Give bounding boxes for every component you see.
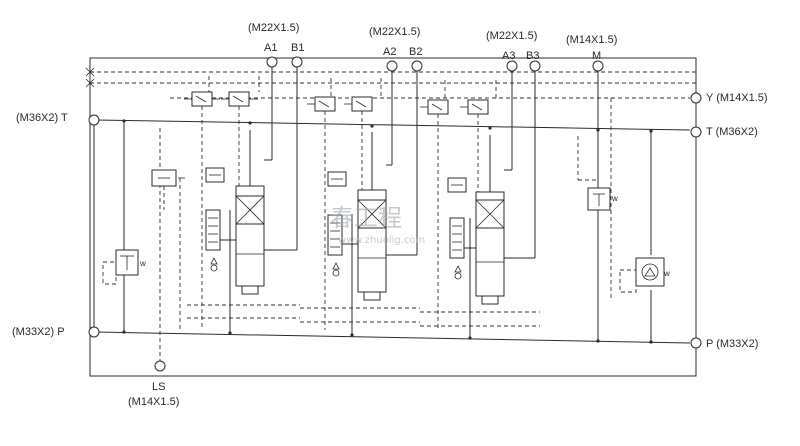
compensator-2 — [327, 214, 343, 256]
port-a1 — [266, 56, 278, 68]
thread-label-ls: (M14X1.5) — [128, 396, 180, 408]
watermark-mark: 春工程 — [330, 204, 402, 232]
port-b1 — [291, 56, 303, 68]
thread-label-a2b2: (M22X1.5) — [369, 26, 421, 38]
port-label-b3: B3 — [526, 50, 540, 62]
port-label-b2: B2 — [409, 46, 423, 58]
port-label-ls: LS — [152, 381, 166, 393]
port-p-right — [690, 337, 702, 349]
port-label-b1: B1 — [291, 42, 305, 54]
watermark-url: www.zhuolig.com — [338, 235, 425, 246]
port-m — [592, 60, 604, 72]
port-t-left — [88, 114, 100, 126]
thread-label-m: (M14X1.5) — [566, 34, 618, 46]
port-label-m: M — [592, 50, 602, 62]
port-label-y: Y (M14X1.5) — [706, 92, 768, 104]
port-label-a2: A2 — [383, 46, 397, 58]
port-label-t-right: T (M36X2) — [706, 126, 758, 138]
port-t-right — [690, 126, 702, 138]
valve-body-outline — [89, 57, 697, 377]
end-section — [577, 66, 665, 343]
compensator-3 — [449, 217, 465, 259]
pressure-line — [95, 331, 691, 344]
port-a2 — [386, 60, 398, 72]
tank-line — [95, 119, 691, 131]
port-b3 — [529, 60, 541, 72]
port-b2 — [411, 60, 423, 72]
compensator-1 — [205, 209, 221, 251]
port-a3 — [506, 60, 518, 72]
spring-symbol-left: w — [140, 259, 146, 268]
port-label-a3: A3 — [502, 50, 516, 62]
spring-symbol-mid: w — [612, 194, 618, 203]
port-label-a1: A1 — [264, 42, 278, 54]
section-1 — [184, 66, 300, 332]
pressure-compensator — [635, 257, 665, 287]
port-label-t-left: (M36X2) T — [16, 112, 68, 124]
section-3 — [420, 66, 540, 338]
section-2 — [300, 66, 420, 334]
thread-label-a3b3: (M22X1.5) — [486, 30, 538, 42]
port-p-left — [88, 326, 100, 338]
port-label-p-left: (M33X2) P — [12, 326, 65, 338]
thread-label-a1b1: (M22X1.5) — [248, 22, 300, 34]
port-y — [690, 92, 702, 104]
spring-symbol-right: w — [664, 269, 670, 278]
port-label-p-right: P (M33X2) — [706, 338, 759, 350]
port-ls — [154, 360, 166, 372]
